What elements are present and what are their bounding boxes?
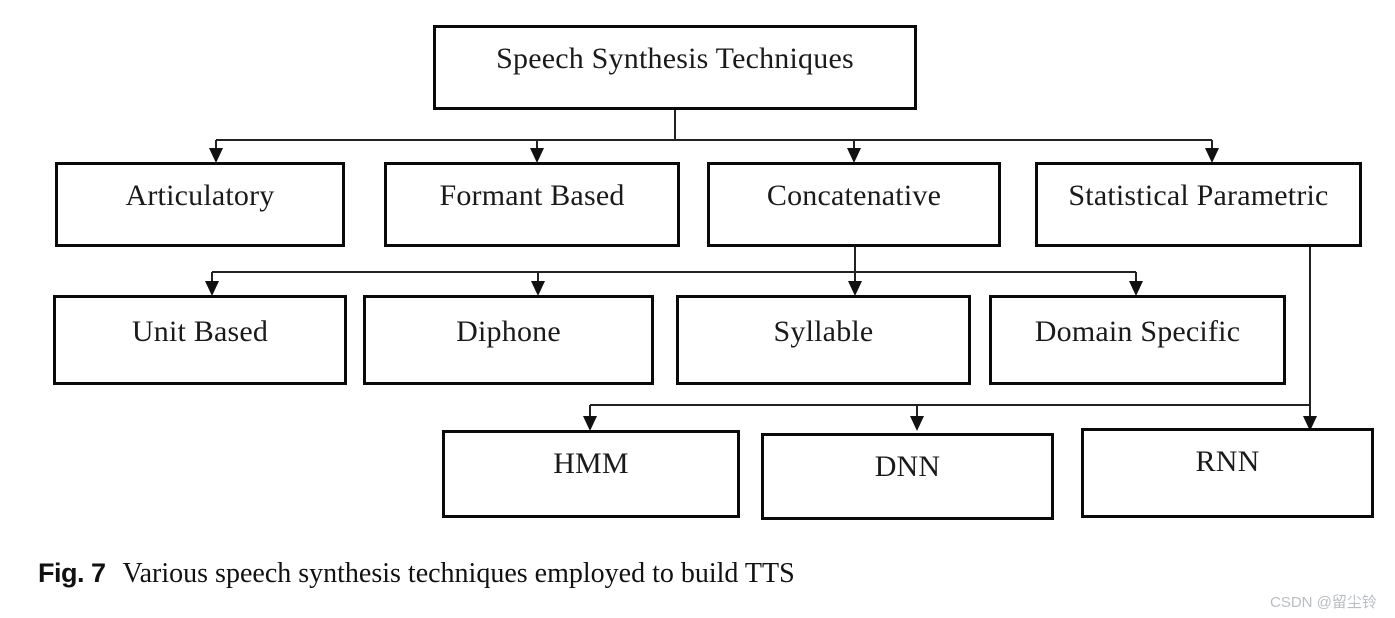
node-hmm: HMM	[442, 430, 740, 518]
figure-caption-text: Various speech synthesis techniques empl…	[122, 558, 795, 589]
node-rnn: RNN	[1081, 428, 1374, 518]
node-label: DNN	[874, 450, 941, 483]
node-domain-specific: Domain Specific	[989, 295, 1286, 385]
arrowheads-level2	[209, 148, 1219, 163]
node-label: Articulatory	[125, 179, 275, 212]
csdn-watermark: CSDN @留尘铃	[1270, 594, 1377, 611]
node-label: Speech Synthesis Techniques	[496, 42, 854, 75]
node-statistical-parametric: Statistical Parametric	[1035, 162, 1362, 247]
node-label: RNN	[1195, 445, 1260, 478]
node-label: Diphone	[456, 315, 561, 348]
node-label: Syllable	[773, 315, 874, 348]
node-speech-synthesis-techniques: Speech Synthesis Techniques	[433, 25, 917, 110]
node-concatenative: Concatenative	[707, 162, 1001, 247]
connector-concatenative-to-level3	[211, 247, 1137, 282]
node-dnn: DNN	[761, 433, 1054, 520]
figure-caption-tag: Fig. 7	[38, 558, 106, 588]
node-label: Formant Based	[439, 179, 625, 212]
node-formant-based: Formant Based	[384, 162, 680, 247]
node-label: Unit Based	[131, 315, 269, 348]
figure-caption: Fig. 7 Various speech synthesis techniqu…	[38, 558, 795, 590]
node-syllable: Syllable	[676, 295, 971, 385]
connector-root-to-level2	[215, 110, 1213, 150]
node-label: Statistical Parametric	[1068, 179, 1329, 212]
node-articulatory: Articulatory	[55, 162, 345, 247]
node-label: Domain Specific	[1034, 315, 1241, 348]
node-label: HMM	[553, 447, 629, 480]
node-diphone: Diphone	[363, 295, 654, 385]
arrowheads-level3	[205, 281, 1143, 296]
node-label: Concatenative	[766, 179, 942, 212]
node-unit-based: Unit Based	[53, 295, 347, 385]
